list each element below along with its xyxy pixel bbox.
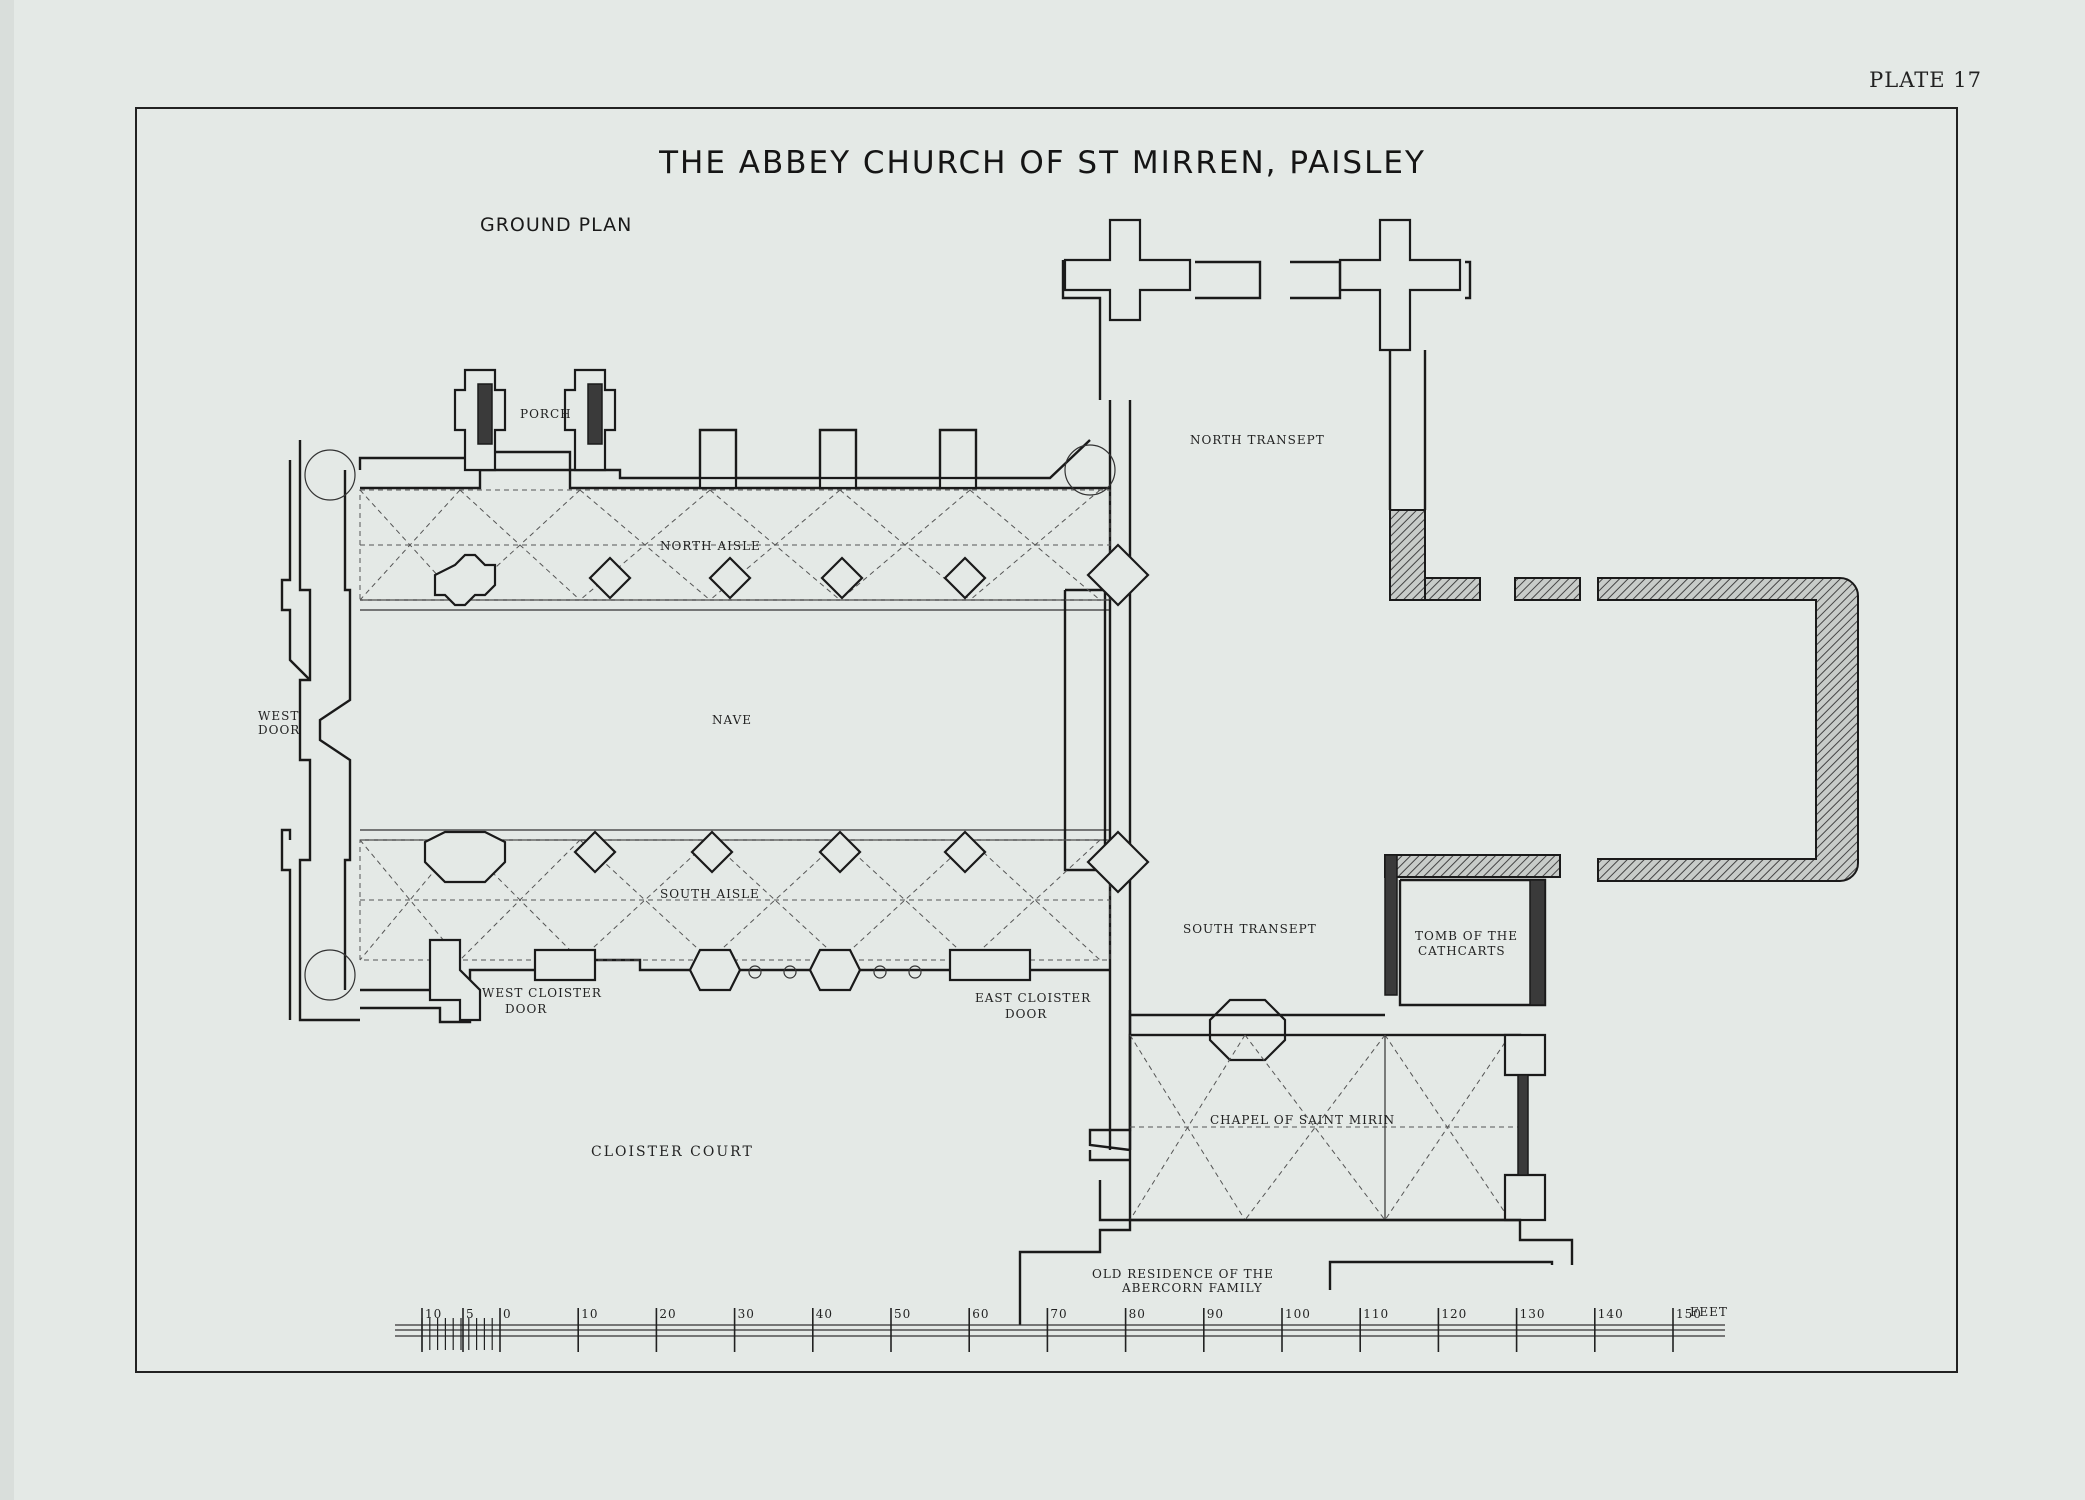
scale-tick-label: 50 — [894, 1307, 911, 1321]
label-nave: NAVE — [712, 713, 752, 727]
drawing-frame — [135, 107, 1958, 1373]
label-chapel: CHAPEL OF SAINT MIRIN — [1210, 1113, 1395, 1127]
label-west-door-1: WEST — [258, 709, 299, 723]
scale-tick-label: 120 — [1441, 1307, 1467, 1321]
label-north-transept: NORTH TRANSEPT — [1190, 433, 1325, 447]
scale-tick-label: 80 — [1129, 1307, 1146, 1321]
scale-tick-label: 10 — [425, 1307, 442, 1321]
nave-walls — [280, 400, 1132, 1150]
north-buttresses — [453, 368, 978, 490]
south-buttresses — [428, 938, 1032, 1022]
old-residence — [1018, 1218, 1574, 1325]
label-south-transept: SOUTH TRANSEPT — [1183, 922, 1317, 936]
scale-tick-label: 10 — [581, 1307, 598, 1321]
scale-tick-label: 150 — [1676, 1307, 1702, 1321]
scale-tick-label: 140 — [1598, 1307, 1624, 1321]
north-aisle-vaults — [359, 489, 1111, 601]
plate-number: PLATE 17 — [1869, 68, 1982, 92]
label-residence-1: OLD RESIDENCE OF THE — [1092, 1267, 1274, 1281]
label-east-cloister-1: EAST CLOISTER — [975, 991, 1091, 1005]
scale-tick-label: 70 — [1050, 1307, 1067, 1321]
label-west-cloister-2: DOOR — [505, 1002, 547, 1016]
stair-turrets — [304, 444, 1116, 1001]
label-tomb-1: TOMB OF THE — [1415, 929, 1518, 943]
label-tomb-2: CATHCARTS — [1418, 944, 1506, 958]
plate-sheet — [14, 0, 2085, 1500]
scale-tick-label: 110 — [1363, 1307, 1389, 1321]
scale-unit: FEET — [1690, 1305, 1728, 1319]
scale-tick-label: 0 — [503, 1307, 512, 1321]
scale-tick-label: 90 — [1207, 1307, 1224, 1321]
drawing-title: THE ABBEY CHURCH OF ST MIRREN, PAISLEY — [659, 145, 1426, 181]
room-labels: PORCH NORTH AISLE NORTH TRANSEPT NAVE WE… — [258, 407, 1518, 1295]
scale-tick-label: 5 — [466, 1307, 475, 1321]
south-transept — [1088, 854, 1547, 1152]
scale-minor-ticks — [421, 1318, 493, 1350]
chapel-of-saint-mirin — [1088, 1033, 1547, 1222]
drawing-subtitle: GROUND PLAN — [480, 214, 633, 236]
scale-tick-label: 60 — [972, 1307, 989, 1321]
choir — [1384, 509, 1859, 882]
label-north-aisle: NORTH AISLE — [660, 539, 761, 553]
scale-tick-label: 130 — [1520, 1307, 1546, 1321]
label-south-aisle: SOUTH AISLE — [660, 887, 760, 901]
north-transept — [1061, 218, 1472, 510]
label-west-door-2: DOOR — [258, 723, 300, 737]
scale-tick-label: 40 — [816, 1307, 833, 1321]
label-residence-2: ABERCORN FAMILY — [1121, 1281, 1263, 1295]
label-cloister-court: CLOISTER COURT — [591, 1144, 754, 1160]
label-east-cloister-2: DOOR — [1005, 1007, 1047, 1021]
nave-piers — [423, 543, 1150, 894]
scale-tick-label: 30 — [738, 1307, 755, 1321]
label-porch: PORCH — [520, 407, 572, 421]
scale-tick-label: 100 — [1285, 1307, 1311, 1321]
scale-tick-label: 20 — [659, 1307, 676, 1321]
label-west-cloister-1: WEST CLOISTER — [482, 986, 602, 1000]
